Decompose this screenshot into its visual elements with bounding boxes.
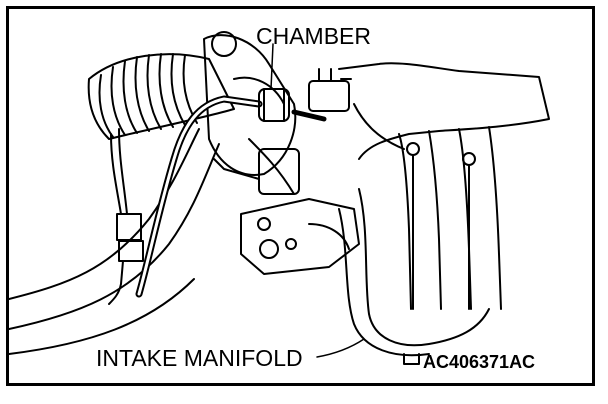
engine-illustration: [9, 31, 550, 365]
intake-leader-line: [316, 338, 365, 358]
diagram-frame: CHAMBER INTAKE MANIFOLD AC406371AC: [6, 6, 595, 386]
chamber-label: CHAMBER: [256, 23, 372, 49]
left-duct: [9, 128, 220, 355]
figure-code-label: AC406371AC: [423, 352, 536, 372]
chamber-part: [258, 43, 290, 122]
intake-manifold-label: INTAKE MANIFOLD: [96, 345, 303, 371]
sensor-connector: [308, 68, 352, 112]
manifold-flange: [240, 198, 360, 275]
air-intake-hose: [87, 53, 235, 140]
throttle-body: [203, 31, 300, 195]
harness-connector: [108, 128, 144, 305]
intake-manifold: [338, 62, 550, 365]
vacuum-hose: [135, 95, 327, 298]
